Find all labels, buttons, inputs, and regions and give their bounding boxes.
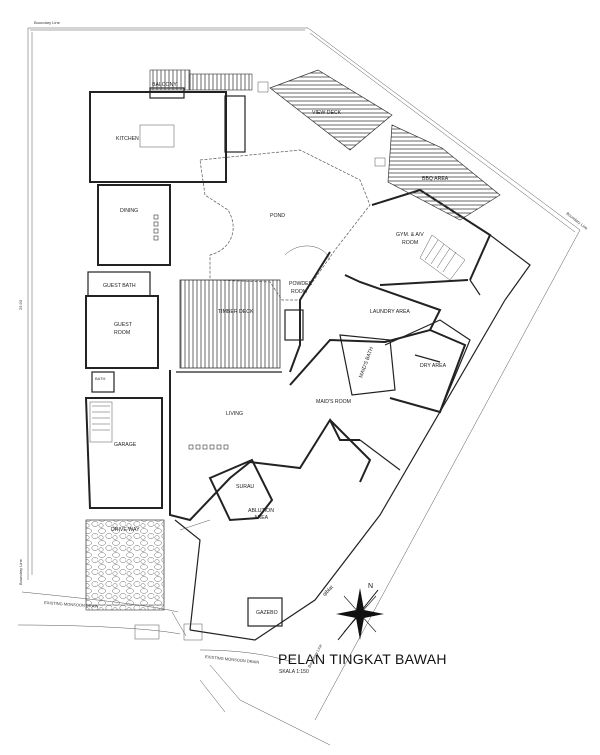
label-gym: GYM. & A/V (396, 232, 424, 238)
label-guest-bath: GUEST BATH (103, 283, 136, 289)
label-maids-bath: MAID'S BATH (358, 346, 375, 379)
site-boundary (27, 27, 581, 721)
plan-title: PELAN TINGKAT BAWAH (278, 651, 447, 667)
label-gazebo: GAZEBO (256, 610, 278, 616)
label-pond: POND (270, 213, 285, 219)
house-walls (84, 69, 531, 641)
label-living: LIVING (226, 411, 243, 417)
label-garage: GARAGE (114, 442, 137, 448)
north-label: N (368, 583, 373, 590)
road-edge (17, 591, 331, 746)
kiblat-label: qiblat (322, 584, 335, 597)
label-timber-deck: TIMBER DECK (218, 309, 254, 315)
label-gym-2: ROOM (402, 240, 418, 246)
label-guest: GUEST (114, 322, 133, 328)
label-powder-2: ROOM (291, 289, 307, 295)
label-ablution-2: AREA (254, 515, 269, 521)
drive-way-paving (85, 519, 165, 611)
label-bbq-area: BBQ AREA (422, 176, 449, 182)
label-dining: DINING (120, 208, 138, 214)
compass-icon: N qiblat (322, 583, 384, 641)
label-dry-area: DRY AREA (420, 363, 447, 369)
label-drive-way: DRIVE WAY (111, 527, 140, 533)
boundary-label-left: 25.93 (18, 299, 23, 310)
label-maids-room: MAID'S ROOM (316, 399, 351, 405)
plan-scale: SKALA 1:150 (279, 669, 309, 675)
label-view-deck: VIEW DECK (312, 110, 342, 116)
label-guest-2: ROOM (114, 330, 130, 336)
boundary-label-left-bottom: Boundary Line (18, 558, 23, 585)
label-balcony: BALCONY (152, 82, 177, 88)
label-powder: POWDER (289, 281, 313, 287)
upper-decks (269, 69, 501, 221)
label-kitchen: KITCHEN (116, 136, 139, 142)
label-ablution: ABLUTION (248, 508, 274, 514)
label-laundry: LAUNDRY AREA (370, 309, 410, 315)
label-bath: BATH (95, 376, 105, 381)
furniture (153, 214, 229, 450)
road-label-mid: EXISTING MONSOON DRAIN (205, 654, 260, 665)
boundary-label-top: Boundary Line (34, 20, 61, 25)
label-surau: SURAU (236, 484, 254, 490)
road-label-left: EXISTING MONSOON DRAIN (44, 600, 99, 609)
